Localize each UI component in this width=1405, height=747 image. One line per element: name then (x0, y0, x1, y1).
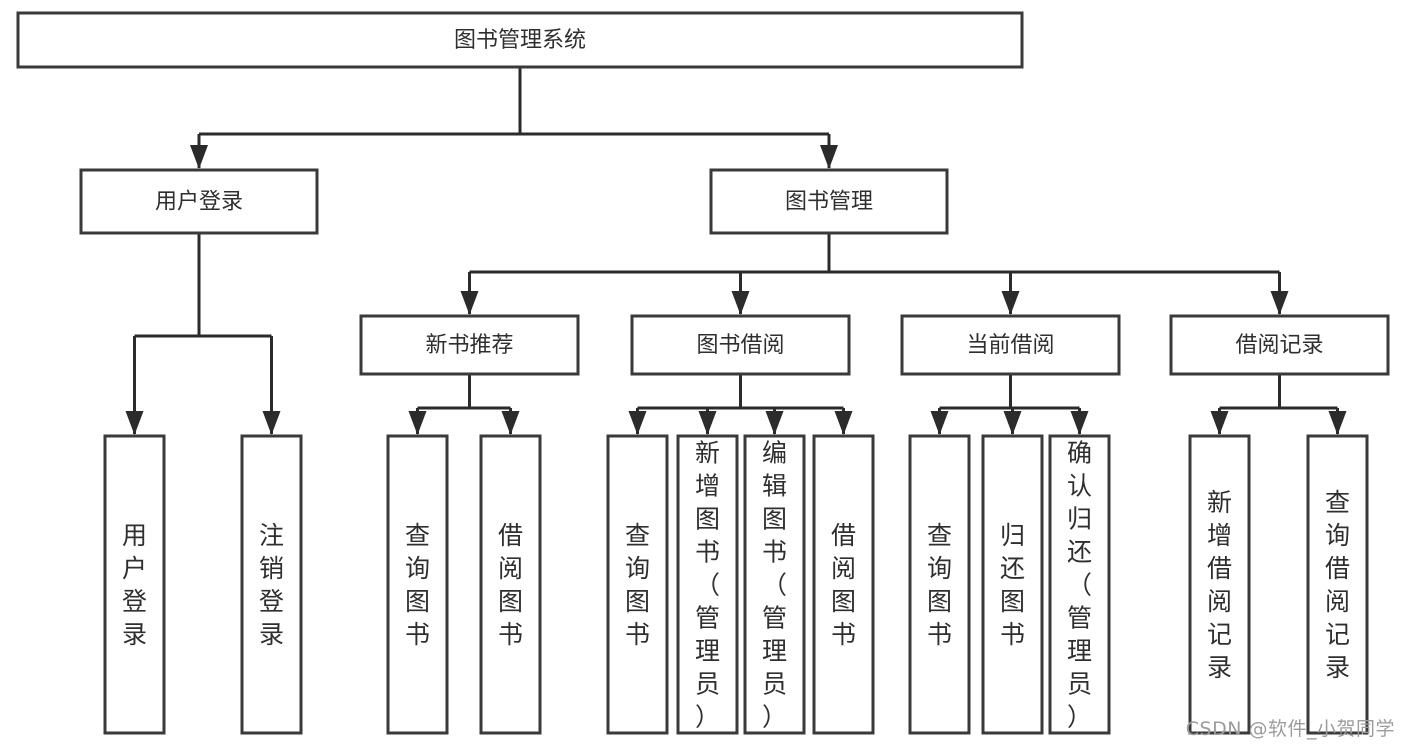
node-leaf_borrow_book_b[interactable]: 借阅图书 (812, 434, 875, 735)
arrow-head-icon (731, 291, 750, 315)
arrow-head-icon (190, 145, 208, 169)
node-box-leaf_query_book_a[interactable] (386, 434, 449, 735)
node-leaf_query_book_b[interactable]: 查询图书 (606, 434, 669, 735)
arrow-head-icon (834, 411, 853, 435)
node-leaf_query_book_a[interactable]: 查询图书 (386, 434, 449, 735)
node-leaf_query_record[interactable]: 查询借阅记录 (1306, 434, 1369, 735)
arrow-head-icon (1003, 411, 1022, 435)
node-label-leaf_query_record: 查询借阅记录 (1325, 488, 1350, 682)
node-new_book_rec[interactable]: 新书推荐 (359, 314, 580, 376)
node-leaf_confirm_return[interactable]: 确认归还（管理员） (1048, 434, 1111, 735)
node-label-leaf_user_login: 用户登录 (122, 521, 147, 649)
node-box-borrow_record[interactable] (1169, 314, 1390, 376)
node-box-current_borrow[interactable] (900, 314, 1121, 376)
node-box-leaf_return_book[interactable] (981, 434, 1044, 735)
arrow-head-icon (765, 411, 784, 435)
node-label-leaf_query_book_c: 查询图书 (927, 521, 952, 649)
node-label-leaf_confirm_return: 确认归还（管理员） (1067, 439, 1092, 732)
arrow-head-icon (408, 411, 427, 435)
node-box-leaf_query_book_c[interactable] (908, 434, 971, 735)
node-label-book_manage: 图书管理 (785, 190, 873, 215)
node-label-leaf_logout: 注销登录 (259, 521, 284, 649)
node-label-leaf_query_book_a: 查询图书 (405, 521, 430, 649)
node-borrow_record[interactable]: 借阅记录 (1169, 314, 1390, 376)
arrow-head-icon (1270, 291, 1289, 315)
arrow-head-icon (1328, 411, 1347, 435)
node-label-leaf_edit_book: 编辑图书（管理员） (762, 439, 787, 732)
node-label-leaf_borrow_book_b: 借阅图书 (831, 521, 856, 649)
node-box-leaf_user_login[interactable] (103, 434, 166, 735)
node-leaf_query_book_c[interactable]: 查询图书 (908, 434, 971, 735)
node-box-leaf_query_book_b[interactable] (606, 434, 669, 735)
node-leaf_edit_book[interactable]: 编辑图书（管理员） (743, 434, 806, 735)
node-label-borrow_record: 借阅记录 (1235, 333, 1323, 358)
node-leaf_return_book[interactable]: 归还图书 (981, 434, 1044, 735)
node-leaf_logout[interactable]: 注销登录 (240, 434, 303, 735)
node-leaf_add_book[interactable]: 新增图书（管理员） (676, 434, 739, 735)
node-current_borrow[interactable]: 当前借阅 (900, 314, 1121, 376)
node-label-root: 图书管理系统 (454, 28, 586, 53)
arrow-head-icon (820, 145, 838, 169)
node-label-leaf_add_book: 新增图书（管理员） (695, 439, 720, 732)
arrow-head-icon (1070, 411, 1089, 435)
arrow-head-icon (1210, 411, 1229, 435)
node-box-leaf_add_record[interactable] (1188, 434, 1251, 735)
arrow-head-icon (262, 411, 281, 435)
node-box-leaf_add_book[interactable] (676, 434, 739, 735)
node-layer: 图书管理系统用户登录图书管理新书推荐图书借阅当前借阅借阅记录用户登录注销登录查询… (16, 11, 1390, 735)
arrow-head-icon (125, 411, 144, 435)
connector-layer (125, 67, 1347, 435)
node-leaf_add_record[interactable]: 新增借阅记录 (1188, 434, 1251, 735)
node-box-leaf_logout[interactable] (240, 434, 303, 735)
node-box-book_borrow[interactable] (630, 314, 851, 376)
node-label-user_login: 用户登录 (155, 190, 243, 215)
node-book_manage[interactable]: 图书管理 (709, 168, 949, 235)
node-box-leaf_edit_book[interactable] (743, 434, 806, 735)
arrow-head-icon (698, 411, 717, 435)
arrow-head-icon (501, 411, 520, 435)
node-label-leaf_add_record: 新增借阅记录 (1207, 488, 1232, 682)
node-root[interactable]: 图书管理系统 (16, 11, 1024, 69)
node-book_borrow[interactable]: 图书借阅 (630, 314, 851, 376)
node-label-new_book_rec: 新书推荐 (425, 333, 513, 358)
node-label-leaf_borrow_book_a: 借阅图书 (498, 521, 523, 649)
node-leaf_user_login[interactable]: 用户登录 (103, 434, 166, 735)
arrow-head-icon (1001, 291, 1020, 315)
node-box-leaf_confirm_return[interactable] (1048, 434, 1111, 735)
node-box-root[interactable] (16, 11, 1024, 69)
node-label-leaf_query_book_b: 查询图书 (625, 521, 650, 649)
arrow-head-icon (460, 291, 479, 315)
node-box-leaf_borrow_book_a[interactable] (479, 434, 542, 735)
node-box-user_login[interactable] (79, 168, 319, 235)
arrow-head-icon (628, 411, 647, 435)
node-box-book_manage[interactable] (709, 168, 949, 235)
node-label-book_borrow: 图书借阅 (696, 333, 784, 358)
node-box-new_book_rec[interactable] (359, 314, 580, 376)
node-label-leaf_return_book: 归还图书 (1000, 521, 1025, 649)
node-user_login[interactable]: 用户登录 (79, 168, 319, 235)
node-label-current_borrow: 当前借阅 (966, 333, 1054, 358)
arrow-head-icon (930, 411, 949, 435)
node-box-leaf_borrow_book_b[interactable] (812, 434, 875, 735)
node-box-leaf_query_record[interactable] (1306, 434, 1369, 735)
node-leaf_borrow_book_a[interactable]: 借阅图书 (479, 434, 542, 735)
